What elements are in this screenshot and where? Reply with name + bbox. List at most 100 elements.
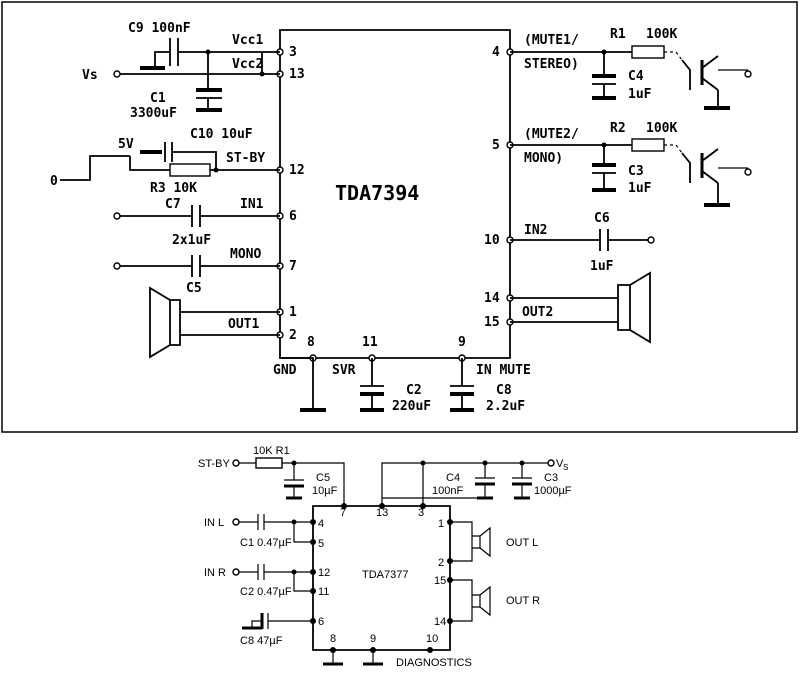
b-outl-speaker	[450, 521, 491, 562]
c2-label: C2	[406, 383, 422, 398]
mono-input	[113, 255, 280, 277]
c7-value-label: 2x1uF	[172, 233, 211, 248]
c1-label: C1	[150, 91, 166, 106]
b-out-l-label: OUT L	[506, 537, 538, 549]
in2-label: IN2	[524, 223, 547, 238]
b-c4-label: C4	[446, 472, 460, 484]
c5-label: C5	[186, 281, 202, 296]
gnd-label: GND	[273, 363, 297, 378]
r1-value-label: 100K	[646, 27, 677, 42]
b-out-r-label: OUT R	[506, 595, 540, 607]
pin-2-label: 2	[289, 328, 297, 343]
tda7394-chip-label: TDA7394	[335, 181, 419, 205]
mono-label: MONO	[230, 247, 261, 262]
in1-label: IN1	[240, 197, 264, 212]
c3-value-label: 1uF	[628, 181, 652, 196]
stereo-label: STEREO)	[524, 57, 579, 72]
r1-label: R1	[610, 27, 626, 42]
b-c5-label: C5	[316, 472, 330, 484]
pin-14-label: 14	[484, 291, 500, 306]
pin-5-label: 5	[492, 138, 500, 153]
c4-label: C4	[628, 69, 644, 84]
out2-speaker	[510, 271, 651, 344]
b-c3-value-label: 1000µF	[534, 485, 572, 497]
b-pin-1-label: 1	[438, 518, 444, 530]
b-pin-3-label: 3	[418, 507, 424, 519]
b-c8-label: C8 47µF	[240, 635, 283, 647]
pin-7-label: 7	[289, 259, 297, 274]
b-standby-network	[232, 457, 345, 506]
b-grounds	[323, 650, 383, 666]
b-vs-sub-label: S	[563, 463, 568, 472]
b-pin-7-label: 7	[340, 507, 346, 519]
svr-capacitor	[360, 358, 384, 412]
b-pin-9-label: 9	[370, 633, 376, 645]
b-pin-14-label: 14	[434, 616, 446, 628]
b-pin-2-label: 2	[438, 557, 444, 569]
b-pin-8-label: 8	[330, 633, 336, 645]
c3-label: C3	[628, 164, 644, 179]
b-diagnostics-label: DIAGNOSTICS	[396, 657, 472, 669]
tda7377-chip-label: TDA7377	[362, 569, 408, 581]
r2-value-label: 100K	[646, 121, 677, 136]
pin-15-label: 15	[484, 315, 500, 330]
in-mute-label: IN MUTE	[476, 363, 531, 378]
b-c4-value-label: 100nF	[432, 485, 463, 497]
b-r1-label: 10K R1	[253, 445, 290, 457]
b-inr-input	[232, 564, 313, 592]
c2-value-label: 220uF	[392, 399, 431, 414]
tda7377-body	[312, 505, 451, 651]
b-pin-12-label: 12	[318, 567, 330, 579]
b-pin-10-label: 10	[426, 633, 438, 645]
vcc2-label: Vcc2	[232, 57, 263, 72]
b-pin-6-label: 6	[318, 616, 324, 628]
pin-1-label: 1	[289, 305, 297, 320]
vcc1-label: Vcc1	[232, 33, 263, 48]
out2-label: OUT2	[522, 305, 553, 320]
c10-label: C10 10uF	[190, 127, 253, 142]
pin-11-label: 11	[362, 335, 378, 350]
r2-label: R2	[610, 121, 626, 136]
b-pin-4-label: 4	[318, 518, 324, 530]
c7-label: C7	[165, 197, 181, 212]
vs-line	[113, 49, 280, 112]
gnd-connection	[280, 357, 326, 412]
b-outr-speaker	[450, 579, 491, 622]
c6-label: C6	[594, 211, 610, 226]
tda7394-body	[279, 29, 511, 359]
pin-8-label: 8	[307, 335, 315, 350]
c1-value-label: 3300uF	[130, 106, 177, 121]
mono2-label: MONO)	[524, 151, 563, 166]
b-pin-13-label: 13	[376, 507, 388, 519]
b-pin-11-label: 11	[318, 586, 329, 598]
c9-label: C9 100nF	[128, 21, 191, 36]
zero-label: 0	[50, 174, 58, 189]
out1-label: OUT1	[228, 317, 259, 332]
b-inl-input	[232, 514, 313, 543]
standby-network	[60, 142, 280, 181]
pin-9-label: 9	[458, 335, 466, 350]
vs-label: Vs	[82, 68, 98, 83]
b-c5-value-label: 10µF	[312, 485, 338, 497]
pin-10-label: 10	[484, 233, 500, 248]
b-in-l-label: IN L	[204, 517, 224, 529]
svr-label: SVR	[332, 363, 356, 378]
mute1-network	[510, 45, 752, 110]
b-vs-label: V	[556, 458, 564, 470]
pin-12-label: 12	[289, 163, 305, 178]
b-in-r-label: IN R	[204, 567, 226, 579]
in2-input	[510, 229, 655, 251]
b-c3-label: C3	[544, 472, 558, 484]
in-mute-capacitor	[450, 358, 474, 412]
c8-value-label: 2.2uF	[486, 399, 525, 414]
out1-speaker	[149, 286, 280, 359]
b-c2-label: C2 0.47µF	[240, 586, 292, 598]
b-pin-15-label: 15	[434, 575, 446, 587]
pin-4-label: 4	[492, 45, 500, 60]
b-pin-5-label: 5	[318, 538, 324, 550]
st-by-label: ST-BY	[226, 151, 265, 166]
mute1-label: (MUTE1/	[524, 33, 579, 48]
c8-label: C8	[496, 383, 512, 398]
top-frame	[1, 1, 798, 433]
